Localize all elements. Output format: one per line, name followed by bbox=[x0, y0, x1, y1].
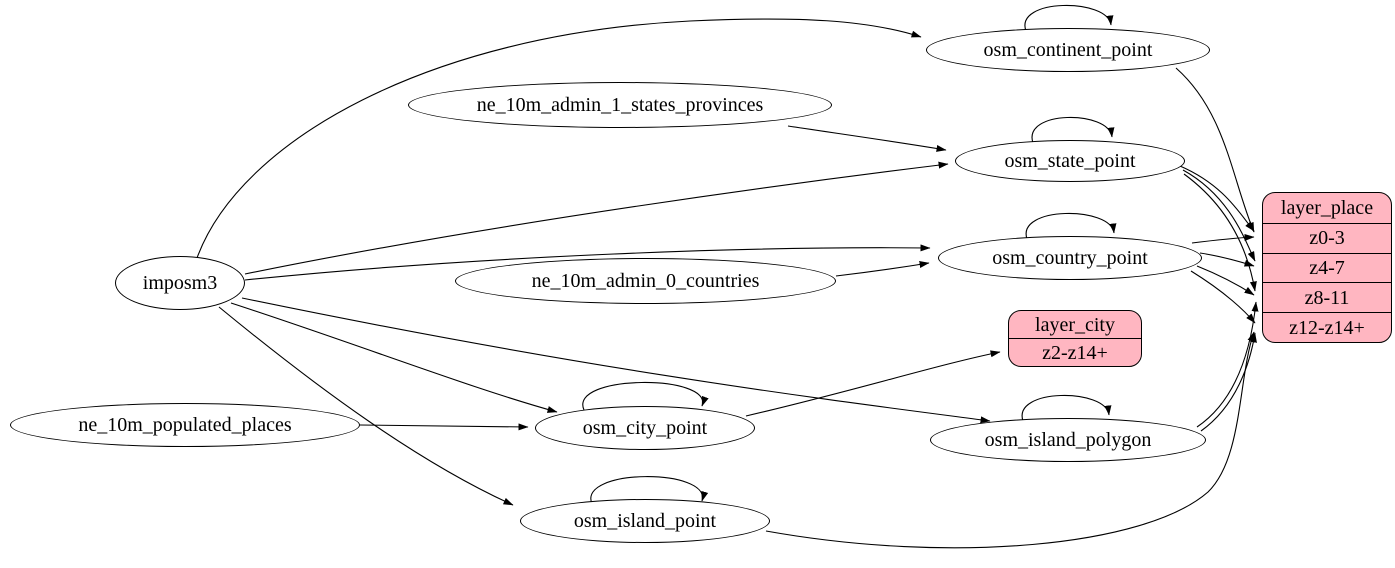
layer-place-title-label: layer_place bbox=[1280, 196, 1374, 219]
edge-island-polygon-z12-z14 bbox=[1200, 332, 1257, 432]
layer-city-title-label: layer_city bbox=[1035, 313, 1115, 336]
layer-place-row-z8-11-label: z8-11 bbox=[1304, 286, 1350, 309]
node-ne-10m-populated-places-label: ne_10m_populated_places bbox=[78, 414, 292, 436]
edge-state-z4-7 bbox=[1182, 169, 1256, 262]
node-ne-10m-admin-1-states-provinces-label: ne_10m_admin_1_states_provinces bbox=[476, 94, 764, 116]
edge-imposm3-island-polygon bbox=[241, 297, 991, 424]
selfloop-continent bbox=[1024, 4, 1114, 32]
edge-imposm3-island-point bbox=[218, 306, 514, 506]
node-layer-city: layer_city z2-z14+ bbox=[1008, 310, 1142, 367]
selfloop-state bbox=[1031, 116, 1115, 144]
edge-imposm3-city bbox=[230, 302, 558, 413]
layer-place-row-z8-11: z8-11 bbox=[1263, 282, 1391, 312]
edge-island-polygon-z8-11 bbox=[1196, 301, 1259, 428]
node-osm-city-point: osm_city_point bbox=[535, 406, 755, 450]
edge-country-z12-z14 bbox=[1190, 270, 1256, 324]
edge-state-z0-3 bbox=[1179, 165, 1255, 232]
node-imposm3: imposm3 bbox=[115, 256, 245, 310]
layer-place-row-z4-7: z4-7 bbox=[1263, 252, 1391, 283]
node-osm-country-point: osm_country_point bbox=[938, 236, 1202, 280]
layer-city-title: layer_city bbox=[1009, 311, 1141, 338]
node-osm-continent-point: osm_continent_point bbox=[926, 28, 1210, 72]
edge-ne-admin0-country bbox=[835, 261, 930, 277]
node-ne-10m-admin-0-countries: ne_10m_admin_0_countries bbox=[455, 258, 836, 304]
edge-island-point-z12-z14 bbox=[765, 331, 1255, 549]
node-osm-island-polygon-label: osm_island_polygon bbox=[984, 429, 1152, 451]
edge-country-z8-11 bbox=[1196, 265, 1255, 296]
selfloop-country bbox=[1025, 212, 1117, 240]
node-ne-10m-admin-1-states-provinces: ne_10m_admin_1_states_provinces bbox=[408, 82, 832, 128]
node-osm-state-point: osm_state_point bbox=[955, 140, 1185, 182]
edge-city-layercity bbox=[745, 350, 1001, 417]
layer-place-row-z0-3: z0-3 bbox=[1263, 222, 1391, 253]
node-osm-continent-point-label: osm_continent_point bbox=[983, 39, 1153, 61]
edge-ne-admin1-state bbox=[787, 125, 947, 152]
edge-state-z8-11 bbox=[1183, 173, 1257, 292]
layer-city-row-z2-z14-label: z2-z14+ bbox=[1042, 341, 1108, 364]
node-osm-island-point: osm_island_point bbox=[520, 499, 770, 543]
node-layer-place: layer_place z0-3 z4-7 z8-11 z12-z14+ bbox=[1262, 192, 1392, 343]
edge-imposm3-country bbox=[244, 244, 931, 281]
node-osm-city-point-label: osm_city_point bbox=[582, 417, 708, 439]
node-osm-state-point-label: osm_state_point bbox=[1004, 150, 1136, 172]
layer-place-row-z0-3-label: z0-3 bbox=[1309, 227, 1345, 250]
node-osm-island-point-label: osm_island_point bbox=[573, 510, 717, 532]
edge-imposm3-state bbox=[244, 161, 949, 275]
layer-place-row-z12-z14-label: z12-z14+ bbox=[1289, 316, 1365, 339]
edge-continent-z0-3 bbox=[1175, 67, 1255, 233]
layer-city-row-z2-z14: z2-z14+ bbox=[1009, 338, 1141, 366]
node-osm-country-point-label: osm_country_point bbox=[992, 247, 1148, 269]
layer-place-row-z12-z14: z12-z14+ bbox=[1263, 312, 1391, 342]
selfloop-city bbox=[582, 381, 709, 411]
edge-country-z4-7 bbox=[1199, 252, 1255, 267]
node-imposm3-label: imposm3 bbox=[142, 272, 218, 294]
layer-place-row-z4-7-label: z4-7 bbox=[1309, 256, 1345, 279]
selfloop-island-polygon bbox=[1021, 394, 1112, 422]
node-osm-island-polygon: osm_island_polygon bbox=[930, 418, 1206, 462]
edge-imposm3-continent bbox=[196, 18, 922, 259]
selfloop-island-point bbox=[590, 476, 709, 505]
edge-ne-populated-city bbox=[359, 423, 529, 431]
node-ne-10m-admin-0-countries-label: ne_10m_admin_0_countries bbox=[531, 270, 760, 292]
node-ne-10m-populated-places: ne_10m_populated_places bbox=[10, 403, 360, 447]
layer-place-title: layer_place bbox=[1263, 193, 1391, 223]
edge-country-z0-3 bbox=[1191, 233, 1255, 244]
